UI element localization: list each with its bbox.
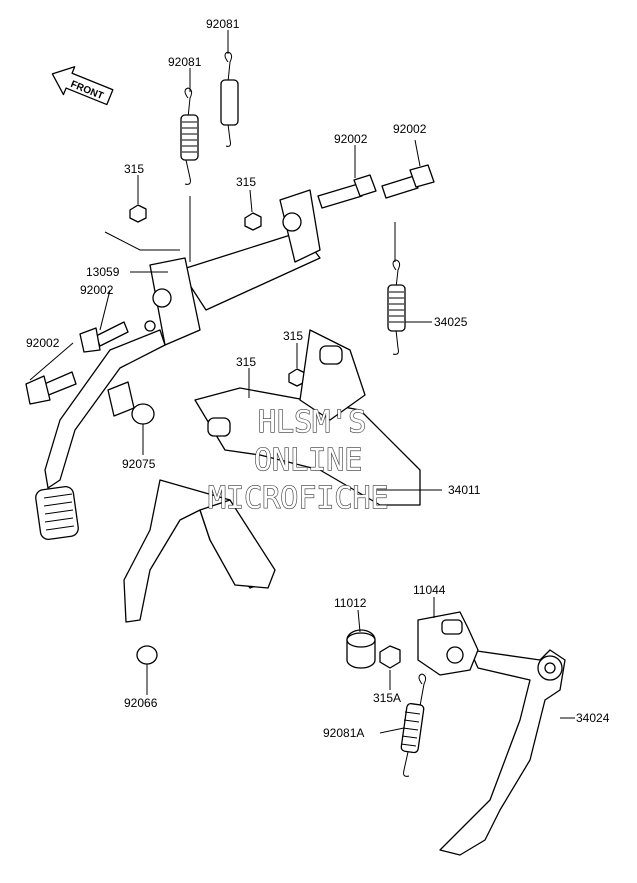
- label-13059: 13059: [86, 265, 120, 279]
- part-labels: 92081 92081 92002 92002 315 315 13059 92…: [26, 17, 610, 740]
- spring-34025: [387, 259, 406, 355]
- label-92002-a: 92002: [334, 132, 368, 146]
- bracket-11044: [417, 611, 479, 676]
- label-315-center: 315: [236, 355, 256, 369]
- label-92002-b: 92002: [393, 122, 427, 136]
- label-315-top: 315: [124, 162, 144, 176]
- label-34011: 34011: [448, 483, 481, 497]
- bolt-92002-right-a: [317, 174, 377, 209]
- label-34025: 34025: [434, 315, 468, 329]
- label-11012: 11012: [334, 596, 367, 610]
- spring-92081-top: [220, 51, 239, 147]
- spring-92081A: [400, 673, 427, 777]
- bolt-92002-left-b: [25, 371, 77, 405]
- front-arrow-icon: FRONT: [51, 66, 114, 106]
- label-92066: 92066: [124, 696, 158, 710]
- stopper-92075: [107, 381, 155, 425]
- watermark-line1: HLSM'S: [258, 405, 366, 440]
- bolt-92002-right-b: [381, 164, 435, 199]
- label-315A: 315A: [373, 691, 401, 705]
- nut-315A: [379, 645, 401, 669]
- spring-92081-left: [180, 87, 199, 185]
- watermark-line2: ONLINE: [254, 443, 362, 478]
- nut-315-top: [129, 204, 147, 223]
- watermark-line3: MICROFICHE: [208, 481, 389, 516]
- label-315-mid: 315: [236, 175, 256, 189]
- label-11044: 11044: [413, 583, 446, 597]
- nut-315-mid: [244, 212, 262, 231]
- side-stand-34024: [439, 649, 566, 856]
- watermark: HLSM'S ONLINE MICROFICHE: [207, 404, 389, 516]
- label-92081-left: 92081: [168, 55, 202, 69]
- label-92081A: 92081A: [323, 726, 364, 740]
- stand-assembly-34011: [123, 189, 421, 623]
- label-92002-d: 92002: [26, 336, 60, 350]
- bolt-92002-left-a: [79, 321, 129, 353]
- cap-92066: [136, 645, 158, 665]
- label-92075: 92075: [122, 457, 156, 471]
- label-92081-top: 92081: [206, 17, 240, 31]
- label-315-right: 315: [283, 329, 303, 343]
- side-pedal-left: [35, 329, 166, 541]
- leader-lines: [29, 30, 575, 734]
- label-92002-c: 92002: [80, 283, 114, 297]
- label-34024: 34024: [576, 711, 610, 725]
- bushing-11012: [346, 629, 376, 669]
